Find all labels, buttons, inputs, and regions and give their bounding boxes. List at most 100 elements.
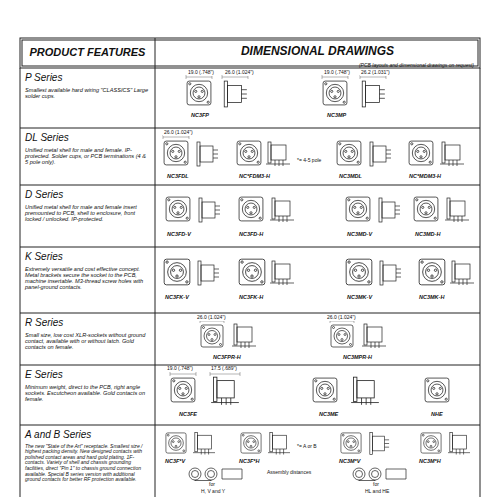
drawing-stroke (341, 433, 361, 453)
drawing-stroke (419, 259, 445, 285)
part-number: NC3MK-V (346, 294, 373, 300)
drawing-stroke (445, 198, 469, 222)
table-grid (20, 38, 480, 497)
part-number: NC3MDL (338, 173, 363, 179)
drawing-stroke (20, 38, 480, 68)
part-number: NC3MK-H (418, 294, 445, 300)
dimension-label: for (372, 482, 380, 488)
drawing-stroke (199, 198, 220, 222)
dimension-label: *= 4-5 pole (296, 158, 322, 164)
part-number: NHE (430, 411, 444, 417)
series-cell: D SeriesUnified metal shell for male and… (20, 185, 155, 247)
part-number: NC3FD-V (166, 231, 192, 237)
dimension-label: H, V and Y (200, 489, 226, 495)
drawing-stroke (186, 75, 386, 79)
drawing-stroke (20, 38, 480, 497)
drawing-stroke (198, 261, 219, 285)
drawing-stroke (337, 141, 361, 165)
drawing-stroke (370, 142, 391, 166)
dimension-label: 26.0 (1.024") (163, 130, 194, 136)
series-title: P Series (25, 72, 150, 84)
drawing-stroke (409, 141, 433, 165)
series-description: Extremely versatile and cost effective c… (25, 266, 150, 291)
column-heading: PRODUCT FEATURES (26, 47, 149, 59)
drawing-stroke (346, 259, 372, 285)
drawing-stroke (421, 433, 441, 453)
series-title: E Series (25, 369, 150, 381)
part-number: NC3M*H (418, 458, 442, 464)
dimension-label: 26.0 (1.024") (326, 315, 357, 321)
drawing-stroke (197, 142, 218, 166)
drawing-stroke (232, 324, 256, 348)
part-number: NC3FP (190, 112, 210, 118)
drawing-stroke (380, 261, 401, 285)
column-heading: DIMENSIONAL DRAWINGS (161, 44, 474, 58)
drawing-stroke (266, 142, 290, 166)
dimension-label: 19.0 (.748") (187, 70, 215, 76)
dimension-label: 19.0 (.748") (323, 70, 351, 76)
part-number: NC3FDL (166, 173, 190, 179)
part-number: NC3FE (178, 411, 198, 417)
note-text: (PCB layouts and dimensional drawings on… (161, 62, 474, 68)
part-number: NC3FPR-H (212, 354, 242, 360)
header-cell: PRODUCT FEATURES (20, 38, 155, 68)
drawing-stroke (171, 378, 195, 402)
dimension-label: *= A or B (296, 444, 318, 450)
series-cell: R SeriesSmall size, low cost XLR-sockets… (20, 313, 155, 365)
series-description: The new "State of the Art" receptacle. S… (25, 444, 150, 483)
drawing-stroke (425, 378, 449, 402)
dimension-label: 26.0 (1.024") (196, 315, 227, 321)
drawing-stroke (379, 198, 400, 222)
series-description: Smallest available hard wiring "CLASSICS… (25, 87, 150, 100)
drawing-stroke (189, 468, 242, 481)
part-number: NC3MD-V (346, 231, 373, 237)
series-title: A and B Series (25, 429, 150, 441)
part-number: NC3ME (318, 411, 339, 417)
drawing-stroke (166, 433, 186, 453)
drawing-stroke (323, 81, 347, 105)
part-number: NC3F*V (164, 458, 186, 464)
series-cell: P SeriesSmallest available hard wiring "… (20, 68, 155, 128)
drawing-stroke (440, 142, 464, 166)
drawing-stroke (241, 433, 261, 453)
series-cell: DL SeriesUnified metal shell for male an… (20, 128, 155, 185)
drawing-stroke (450, 261, 474, 285)
dimension-label: 17.5 (.689") (210, 366, 238, 372)
dimension-label: HL and HE (364, 489, 390, 495)
drawing-stroke (166, 197, 190, 221)
series-description: Unified metal shell for male and female … (25, 204, 150, 223)
drawing-stroke (237, 141, 261, 165)
drawing-stroke (270, 198, 294, 222)
part-number: NC3MP (326, 112, 347, 118)
dimension-label: 26.0 (1.024") (224, 70, 255, 76)
series-title: D Series (25, 189, 150, 201)
drawing-stroke (362, 324, 386, 348)
drawing-stroke (370, 433, 389, 455)
dimension-label: 26.2 (1.031") (360, 70, 391, 76)
drawing-stroke (270, 261, 294, 285)
part-number: NC3F*H (238, 458, 260, 464)
series-title: K Series (25, 251, 150, 263)
drawing-stroke (362, 81, 385, 107)
series-description: Minimum weight, direct to the PCB, right… (25, 384, 150, 403)
series-description: Unified metal shell for male and female.… (25, 147, 150, 166)
drawing-stroke (448, 433, 470, 455)
part-number: NC3MD-H (414, 231, 441, 237)
series-title: R Series (25, 317, 150, 329)
dimension-label: for (208, 482, 216, 488)
part-number: NC*MDM3-H (408, 173, 442, 179)
drawing-stroke (164, 141, 188, 165)
drawing-stroke (313, 378, 337, 402)
series-description: Small size, low cost XLR-sockets without… (25, 332, 150, 351)
drawing-stroke (346, 197, 370, 221)
drawing-stroke (187, 81, 211, 105)
drawing-stroke (224, 81, 247, 107)
drawing-stroke (414, 197, 438, 221)
series-cell: A and B SeriesThe new "State of the Art"… (20, 425, 155, 497)
part-number: NC3FK-V (164, 294, 190, 300)
drawing-stroke (201, 325, 223, 347)
drawing-stroke (211, 377, 239, 405)
series-cell: E SeriesMinimum weight, direct to the PC… (20, 365, 155, 425)
drawing-stroke (193, 433, 215, 455)
drawing-stroke (268, 433, 290, 455)
